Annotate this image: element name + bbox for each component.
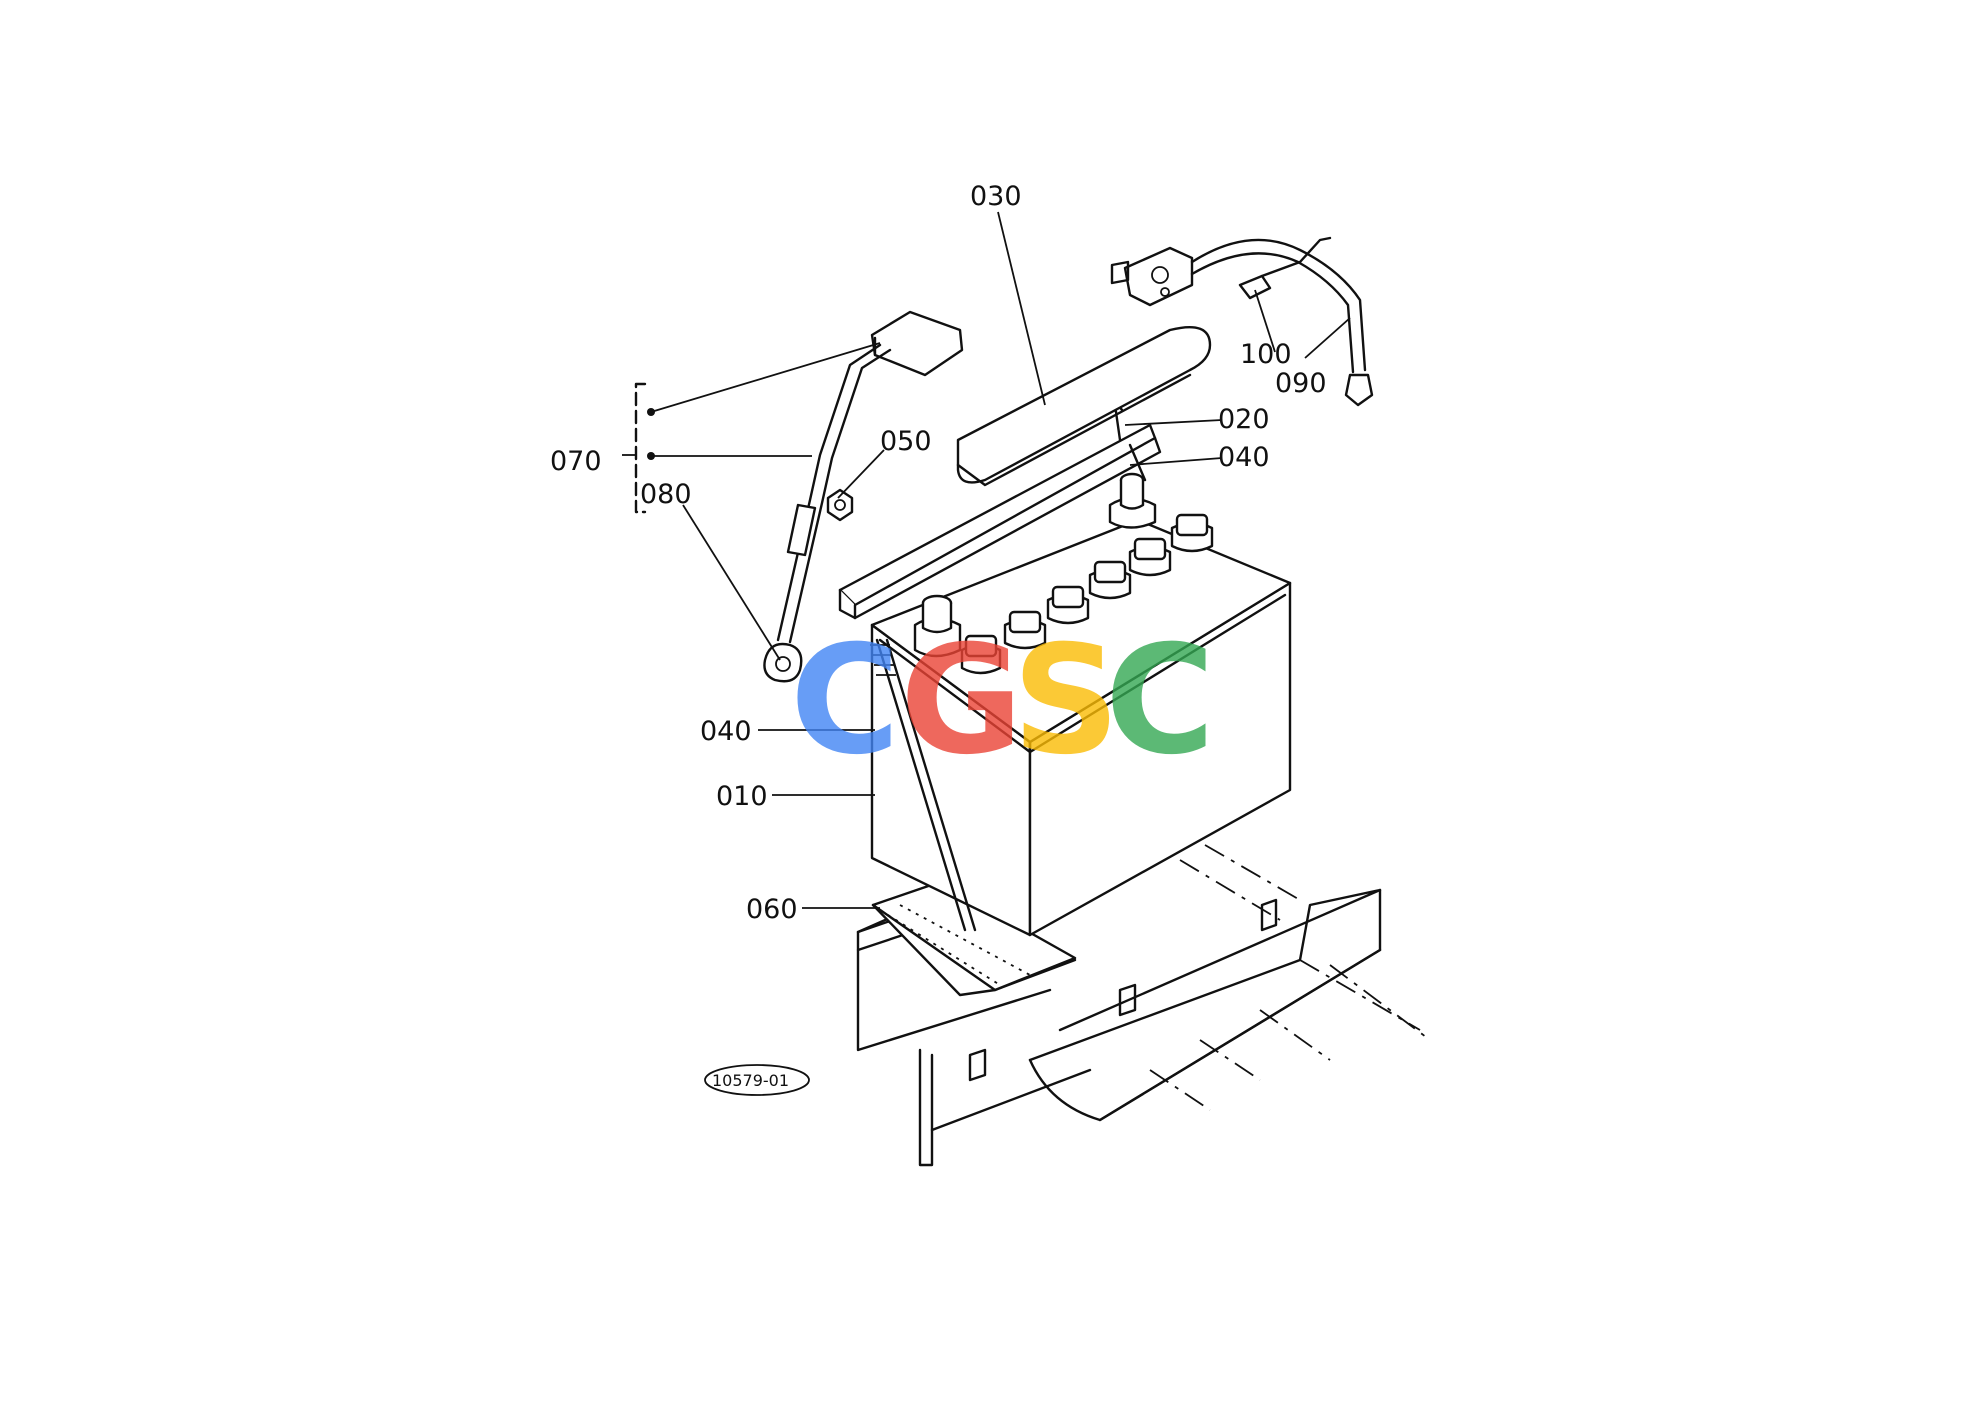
hex-nut: [826, 488, 854, 522]
positive-battery-cable: [1110, 236, 1374, 407]
callout-070: 070: [550, 446, 602, 477]
leader-lines: [622, 211, 1351, 909]
callout-030: 030: [970, 181, 1022, 212]
callout-040-side: 040: [700, 716, 752, 747]
callout-090: 090: [1275, 368, 1327, 399]
battery-mount-frame: [856, 843, 1431, 1167]
callout-010: 010: [716, 781, 768, 812]
callout-100: 100: [1240, 339, 1292, 370]
watermark-letter-c2: C: [1105, 614, 1215, 788]
reference-code-badge: 10579-01: [704, 1064, 810, 1096]
callout-050: 050: [880, 426, 932, 457]
reference-code: 10579-01: [712, 1071, 789, 1090]
callout-labels: 030 100 090 020 040 050 070 080 040 010 …: [550, 181, 1327, 925]
battery-base-pad: [871, 880, 1077, 997]
terminal-cover: [956, 325, 1212, 487]
callout-060: 060: [746, 894, 798, 925]
watermark-logo: C G S C: [790, 614, 1215, 788]
negative-battery-cable: [634, 310, 964, 683]
callout-080: 080: [640, 479, 692, 510]
callout-040-top: 040: [1218, 442, 1270, 473]
hold-down-bracket: [838, 403, 1162, 932]
battery-body: [870, 472, 1292, 937]
watermark-letter-g: G: [900, 614, 1023, 788]
callout-020: 020: [1218, 404, 1270, 435]
watermark-letter-s: S: [1012, 614, 1120, 788]
watermark-letter-c1: C: [790, 614, 900, 788]
